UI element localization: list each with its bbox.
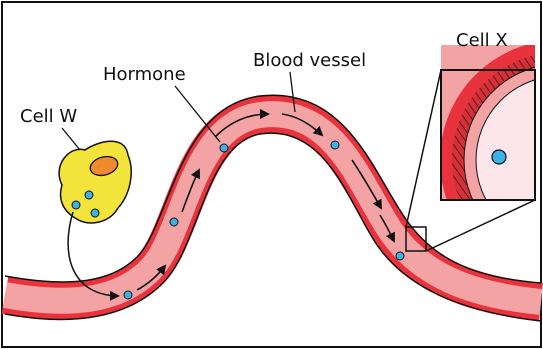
- hormone-dot-icon: [72, 201, 80, 209]
- zoom-connector-line: [406, 70, 441, 227]
- hormone-dot-icon: [91, 209, 99, 217]
- cell-x-label: Cell X: [456, 30, 508, 51]
- cell-w: [59, 141, 131, 223]
- hormone-dot-icon: [220, 144, 228, 152]
- hormone-dot-icon: [492, 150, 506, 164]
- hormone-dot-icon: [396, 252, 404, 260]
- cell-w-label: Cell W: [20, 106, 77, 127]
- hormone-label: Hormone: [103, 64, 186, 85]
- zoom-connector-line: [426, 200, 535, 251]
- hormone-dot-icon: [331, 141, 339, 149]
- cell-w-leader-line: [62, 128, 80, 150]
- hormone-dot-icon: [85, 191, 93, 199]
- zoom-inset: [440, 40, 543, 280]
- hormone-dot-icon: [170, 218, 178, 226]
- hormone-dot-icon: [124, 291, 132, 299]
- blood-vessel-label: Blood vessel: [253, 50, 366, 71]
